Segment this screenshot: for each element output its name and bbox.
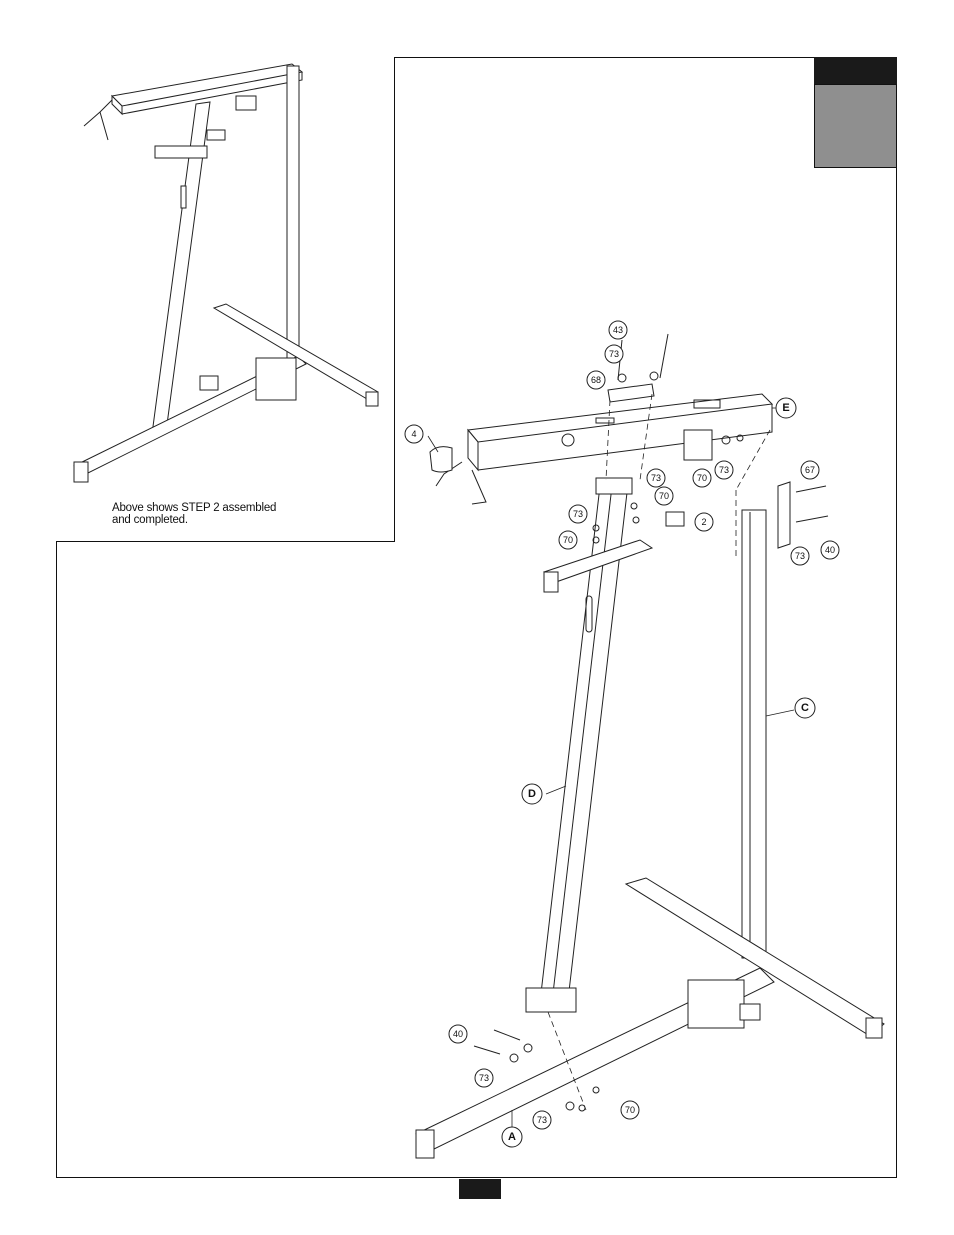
- callout-circle: [650, 372, 658, 380]
- label-70-bracket: 70: [659, 491, 669, 501]
- label-73-bottom: 73: [479, 1073, 489, 1083]
- part-A-base-illustration: [416, 878, 884, 1158]
- label-73-upper: 73: [719, 465, 729, 475]
- inset-caption-line1: Above shows STEP 2 assembled: [112, 502, 362, 514]
- label-73-right: 73: [795, 551, 805, 561]
- label-40-right: 40: [825, 545, 835, 555]
- inset-assembly-illustration: [74, 64, 378, 482]
- part-D-post-illustration: [526, 478, 684, 1012]
- part-68-plate-illustration: [608, 334, 668, 402]
- callout-circle: [633, 517, 639, 523]
- label-70-upper: 70: [697, 473, 707, 483]
- label-67: 67: [805, 465, 815, 475]
- callout-circle: [524, 1044, 532, 1052]
- callout-circle: [631, 503, 637, 509]
- label-73-bracket: 73: [651, 473, 661, 483]
- label-part-E: E: [782, 402, 789, 414]
- callout-circle: [562, 434, 574, 446]
- callout-circle: [618, 374, 626, 382]
- callout-circle: [593, 1087, 599, 1093]
- label-70-bottom: 70: [625, 1105, 635, 1115]
- label-40-bottom: 40: [453, 1029, 463, 1039]
- label-part-C: C: [801, 702, 809, 714]
- callout-circle: [566, 1102, 574, 1110]
- label-70-left: 70: [563, 535, 573, 545]
- callout-circle: [579, 1105, 585, 1111]
- callout-circle: [510, 1054, 518, 1062]
- inset-caption-line2: and completed.: [112, 514, 362, 526]
- label-73-bottom2: 73: [537, 1115, 547, 1125]
- callout-circle: [722, 436, 730, 444]
- label-2: 2: [701, 517, 706, 527]
- label-73-top: 73: [609, 349, 619, 359]
- label-4: 4: [411, 429, 416, 439]
- inset-caption: Above shows STEP 2 assembled and complet…: [112, 502, 362, 526]
- label-68: 68: [591, 375, 601, 385]
- label-43: 43: [613, 325, 623, 335]
- label-73-left: 73: [573, 509, 583, 519]
- label-part-A: A: [508, 1131, 516, 1143]
- label-part-D: D: [528, 788, 536, 800]
- part-C-post-illustration: [742, 482, 790, 958]
